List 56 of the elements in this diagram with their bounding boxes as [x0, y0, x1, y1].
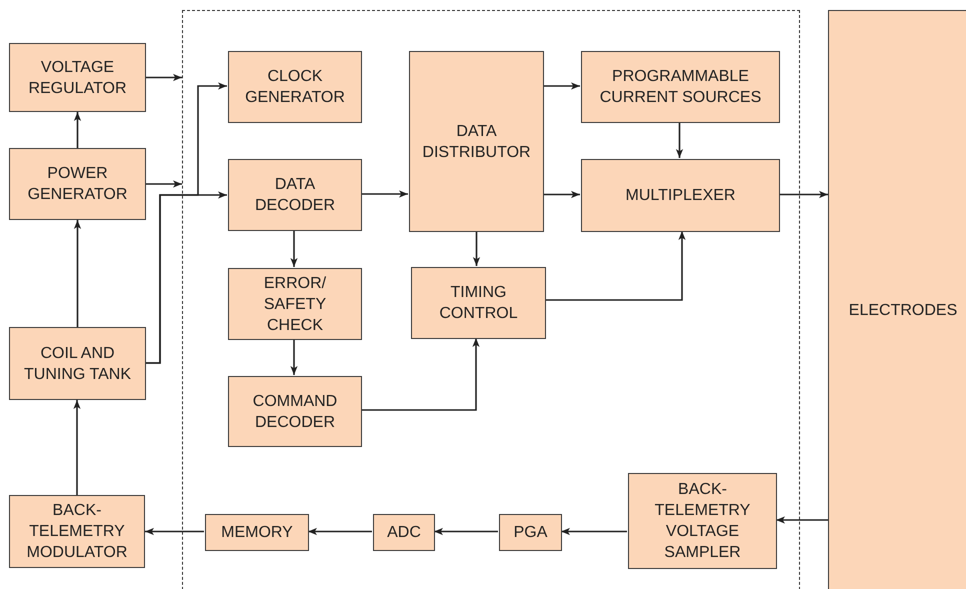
block-label: ERROR/ SAFETY CHECK	[262, 274, 328, 336]
arrow	[561, 528, 627, 536]
block-box	[828, 10, 966, 589]
arrow	[676, 122, 684, 158]
arrow	[434, 528, 498, 536]
arrow	[776, 516, 828, 524]
block-box	[228, 159, 362, 231]
block-label: ELECTRODES	[848, 300, 958, 320]
arrow	[543, 190, 580, 198]
block-box	[581, 159, 780, 232]
block-box	[373, 514, 435, 551]
block-label: BACK-TELEMETRY MODULATOR	[26, 501, 128, 563]
arrow	[73, 400, 81, 495]
block-label: DATA DECODER	[254, 175, 336, 216]
arrow	[308, 528, 372, 536]
arrow	[146, 74, 182, 82]
block-box	[581, 51, 780, 123]
block-box	[9, 327, 146, 400]
arrow	[146, 180, 182, 188]
block-label: PROGRAMMABLE CURRENT SOURCES	[598, 67, 762, 108]
block-label: MEMORY	[221, 523, 293, 543]
block-label: PGA	[514, 523, 548, 543]
block-label: COMMAND DECODER	[252, 392, 338, 432]
block-label: POWER GENERATOR	[26, 164, 128, 205]
arrow	[543, 82, 580, 90]
arrow	[361, 338, 480, 411]
block-box	[411, 267, 546, 339]
block-box	[9, 495, 145, 568]
arrow	[74, 220, 82, 327]
block-label: ADC	[387, 523, 421, 543]
arrow	[145, 528, 204, 536]
block-label: MULTIPLEXER	[626, 186, 736, 206]
arrow	[74, 112, 82, 148]
block-box	[499, 514, 562, 551]
dashed-region	[182, 10, 800, 589]
block-box	[228, 51, 362, 123]
arrow	[472, 231, 480, 266]
block-label: DATA DISTRIBUTOR	[421, 122, 532, 162]
block-box	[205, 514, 309, 551]
arrow	[290, 230, 298, 267]
block-box	[228, 376, 362, 447]
block-box	[228, 268, 362, 340]
arrow	[146, 82, 227, 364]
block-box	[9, 148, 146, 220]
arrow	[545, 231, 686, 301]
arrow	[779, 190, 828, 198]
block-box	[9, 43, 146, 112]
block-label: BACK-TELEMETRY VOLTAGE SAMPLER	[654, 480, 752, 563]
block-box	[628, 473, 777, 569]
block-label: CLOCK GENERATOR	[244, 67, 346, 108]
block-label: VOLTAGE REGULATOR	[27, 58, 128, 98]
block-label: COIL AND TUNING TANK	[23, 344, 132, 384]
arrow	[290, 339, 298, 375]
block-label: TIMING CONTROL	[438, 283, 519, 324]
arrow	[361, 190, 408, 198]
block-box	[409, 51, 544, 232]
